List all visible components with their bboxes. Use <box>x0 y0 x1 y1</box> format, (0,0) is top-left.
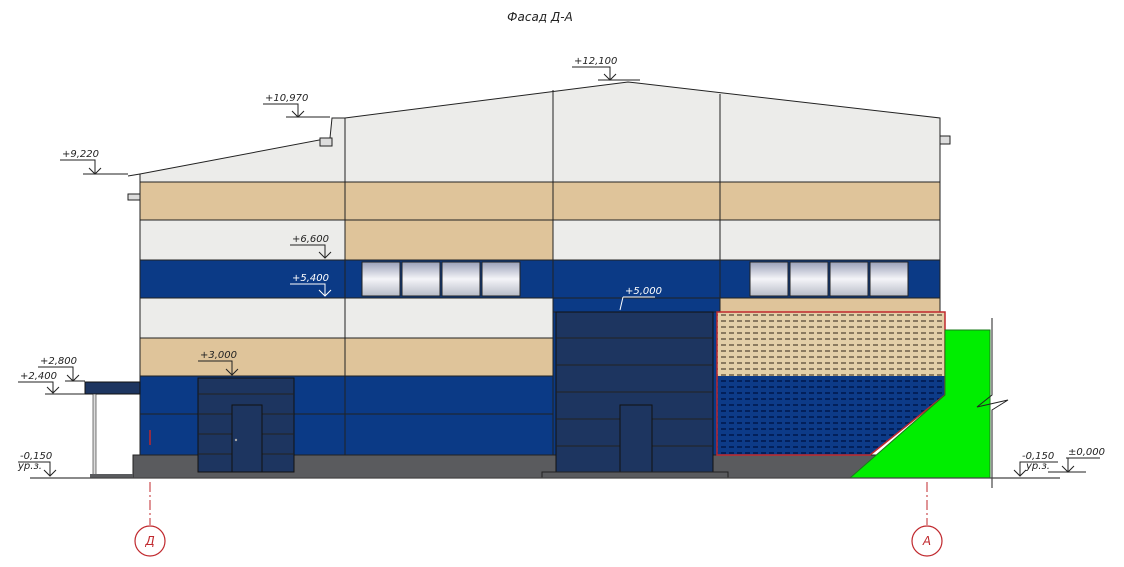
svg-text:ур.з.: ур.з. <box>1025 461 1050 472</box>
svg-text:+2,400: +2,400 <box>20 371 57 382</box>
window-strip-right <box>749 261 909 297</box>
svg-text:ур.з.: ур.з. <box>17 461 42 472</box>
elevation-mark-gate-top: +5,000 <box>619 286 662 311</box>
window <box>749 261 789 297</box>
svg-text:А: А <box>922 534 931 548</box>
svg-text:+5,400: +5,400 <box>292 273 329 284</box>
svg-text:-0,150: -0,150 <box>20 451 52 462</box>
svg-text:Д: Д <box>144 534 154 548</box>
window <box>789 261 829 297</box>
window <box>441 261 481 297</box>
svg-text:+5,000: +5,000 <box>625 286 662 297</box>
window <box>829 261 869 297</box>
svg-text:+6,600: +6,600 <box>292 234 329 245</box>
elevation-mark-ground-right: -0,150 ур.з. <box>1013 451 1058 477</box>
sectional-gate <box>541 311 729 479</box>
window <box>481 261 521 297</box>
svg-text:+3,000: +3,000 <box>200 350 237 361</box>
axis-marker-d: Д <box>134 482 166 557</box>
break-line <box>976 318 1009 488</box>
elevation-mark-band-top: +6,600 <box>290 234 332 259</box>
hatched-panel <box>716 311 946 456</box>
svg-text:-0,150: -0,150 <box>1022 451 1054 462</box>
canopy <box>84 381 141 478</box>
elevation-mark-lower-roof: +9,220 <box>60 149 128 175</box>
window <box>869 261 909 297</box>
beige-band <box>139 181 941 221</box>
window <box>401 261 441 297</box>
elevation-mark-ridge: +12,100 <box>572 56 640 81</box>
elevation-mark-zero: ±0,000 <box>1048 447 1105 473</box>
elevation-mark-upper-roof: +10,970 <box>263 93 330 118</box>
wicket-door <box>619 404 653 473</box>
window-strip-left <box>361 261 521 297</box>
drawing-title: Фасад Д-А <box>507 10 573 24</box>
window <box>361 261 401 297</box>
elevation-mark-canopy-bottom: +2,400 <box>18 371 85 395</box>
svg-text:+12,100: +12,100 <box>574 56 617 67</box>
elevation-mark-door-top: +3,000 <box>198 350 239 376</box>
svg-text:+9,220: +9,220 <box>62 149 99 160</box>
elevation-mark-band-bottom: +5,400 <box>290 273 332 297</box>
entrance-door-left <box>197 377 295 473</box>
svg-text:+2,800: +2,800 <box>40 356 77 367</box>
svg-text:±0,000: ±0,000 <box>1068 447 1105 458</box>
elevation-mark-ground-left: -0,150 ур.з. <box>17 451 57 477</box>
elevation-mark-canopy-top: +2,800 <box>38 356 85 382</box>
svg-text:+10,970: +10,970 <box>265 93 308 104</box>
axis-marker-a: А <box>911 482 943 557</box>
